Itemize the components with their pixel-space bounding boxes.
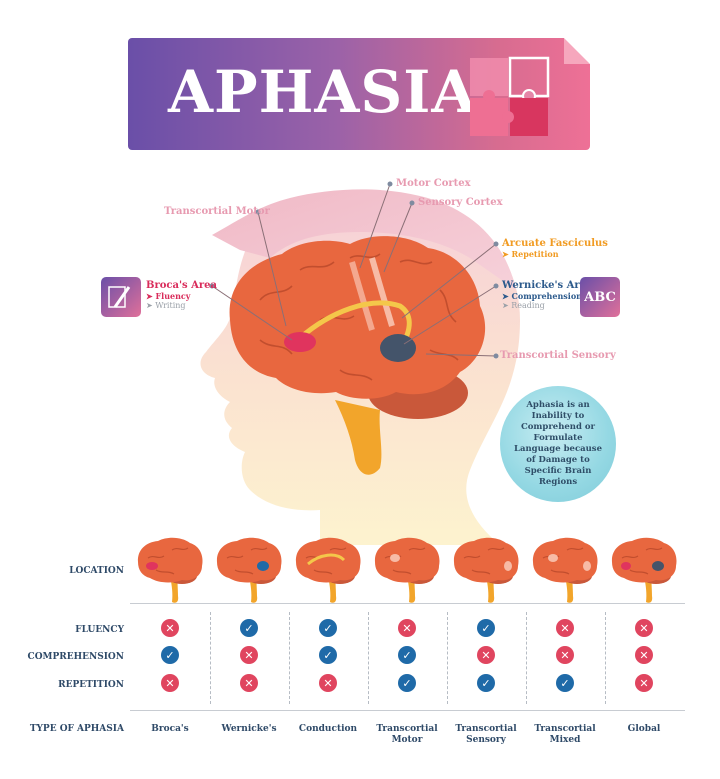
type-of-aphasia-label: Broca's — [151, 724, 189, 734]
column-separator — [525, 612, 528, 704]
mini-brain-highlight-1 — [146, 562, 158, 570]
mini-brain-1 — [137, 537, 203, 603]
check-icon: ✓ — [161, 646, 179, 664]
type-of-aphasia-label: Conduction — [298, 724, 358, 734]
check-icon: ✓ — [477, 674, 495, 692]
cross-icon: ✕ — [240, 674, 258, 692]
column-separator — [209, 612, 212, 704]
type-of-aphasia-label: Transcortial Sensory — [455, 724, 517, 745]
type-of-aphasia-label: Transcortial Motor — [376, 724, 438, 745]
abc-reading-icon: ABC — [580, 277, 620, 317]
title-banner: APHASIA — [128, 38, 590, 150]
label-transcortial-motor: Transcortial Motor — [164, 206, 270, 217]
mini-brain-highlight-6 — [548, 554, 591, 571]
type-of-aphasia-label: Wernicke's — [221, 724, 277, 734]
label-sensory-cortex: Sensory Cortex — [418, 197, 503, 208]
leader-lines — [211, 183, 497, 357]
brainstem — [335, 400, 382, 475]
check-icon: ✓ — [319, 619, 337, 637]
puzzle-icon — [470, 56, 550, 136]
banner-corner-fold — [564, 38, 590, 64]
cross-icon: ✕ — [635, 674, 653, 692]
brain — [229, 236, 486, 399]
label-motor-cortex: Motor Cortex — [396, 178, 471, 189]
check-icon: ✓ — [319, 646, 337, 664]
cross-icon: ✕ — [240, 646, 258, 664]
writing-icon — [101, 277, 141, 317]
brain-gyri — [259, 253, 459, 381]
mini-brain-7 — [611, 537, 677, 603]
sensory-cortex — [369, 257, 395, 327]
row-label-fluency: FLUENCY — [75, 625, 124, 635]
cross-icon: ✕ — [319, 674, 337, 692]
check-icon: ✓ — [398, 646, 416, 664]
mini-brain-highlight-7 — [621, 561, 664, 571]
cross-icon: ✕ — [398, 619, 416, 637]
row-label-repetition: REPETITION — [58, 680, 124, 690]
brocas-area — [284, 332, 316, 352]
hair — [212, 189, 516, 290]
definition-text: Aphasia is an Inability to Comprehend or… — [513, 400, 602, 487]
column-separator — [604, 612, 607, 704]
mini-brain-4 — [374, 537, 440, 603]
mini-brain-highlight-3 — [307, 553, 346, 566]
column-separator — [367, 612, 370, 704]
motor-cortex — [349, 261, 375, 331]
label-brocas-area: Broca's Area ➤ Fluency ➤ Writing — [146, 280, 218, 310]
arcuate-fasciculus — [298, 300, 412, 348]
type-of-aphasia-label: Global — [627, 724, 661, 734]
wernickes-area — [380, 334, 416, 362]
leader-dots — [209, 181, 499, 359]
mini-brain-highlight-2 — [257, 561, 269, 571]
table-divider-top — [130, 603, 685, 604]
row-label-location: LOCATION — [69, 566, 124, 576]
row-label-type: TYPE OF APHASIA — [29, 724, 124, 734]
cross-icon: ✕ — [635, 619, 653, 637]
mini-brain-6 — [532, 537, 598, 603]
mini-brain-3 — [295, 537, 361, 603]
mini-brain-2 — [216, 537, 282, 603]
check-icon: ✓ — [398, 674, 416, 692]
column-separator — [288, 612, 291, 704]
cross-icon: ✕ — [556, 619, 574, 637]
label-transcortial-sensory: Transcortial Sensory — [500, 350, 616, 361]
check-icon: ✓ — [240, 619, 258, 637]
row-label-comprehension: COMPREHENSION — [27, 652, 124, 662]
check-icon: ✓ — [477, 619, 495, 637]
mini-brain-5 — [453, 537, 519, 603]
cross-icon: ✕ — [477, 646, 495, 664]
check-icon: ✓ — [556, 674, 574, 692]
column-separator — [446, 612, 449, 704]
mini-brain-highlight-4 — [390, 554, 400, 562]
label-arcuate-fasciculus: Arcuate Fasciculus ➤ Repetition — [502, 238, 608, 259]
cross-icon: ✕ — [635, 646, 653, 664]
mini-brain-highlight-5 — [504, 561, 512, 571]
cross-icon: ✕ — [161, 619, 179, 637]
page-title: APHASIA — [168, 58, 478, 126]
cross-icon: ✕ — [161, 674, 179, 692]
cross-icon: ✕ — [556, 646, 574, 664]
type-of-aphasia-label: Transcortial Mixed — [534, 724, 596, 745]
table-divider-bottom — [130, 710, 685, 711]
definition-bubble: Aphasia is an Inability to Comprehend or… — [500, 386, 616, 502]
label-wernickes-area: Wernicke's Area ➤ Comprehension ➤ Readin… — [502, 280, 593, 310]
